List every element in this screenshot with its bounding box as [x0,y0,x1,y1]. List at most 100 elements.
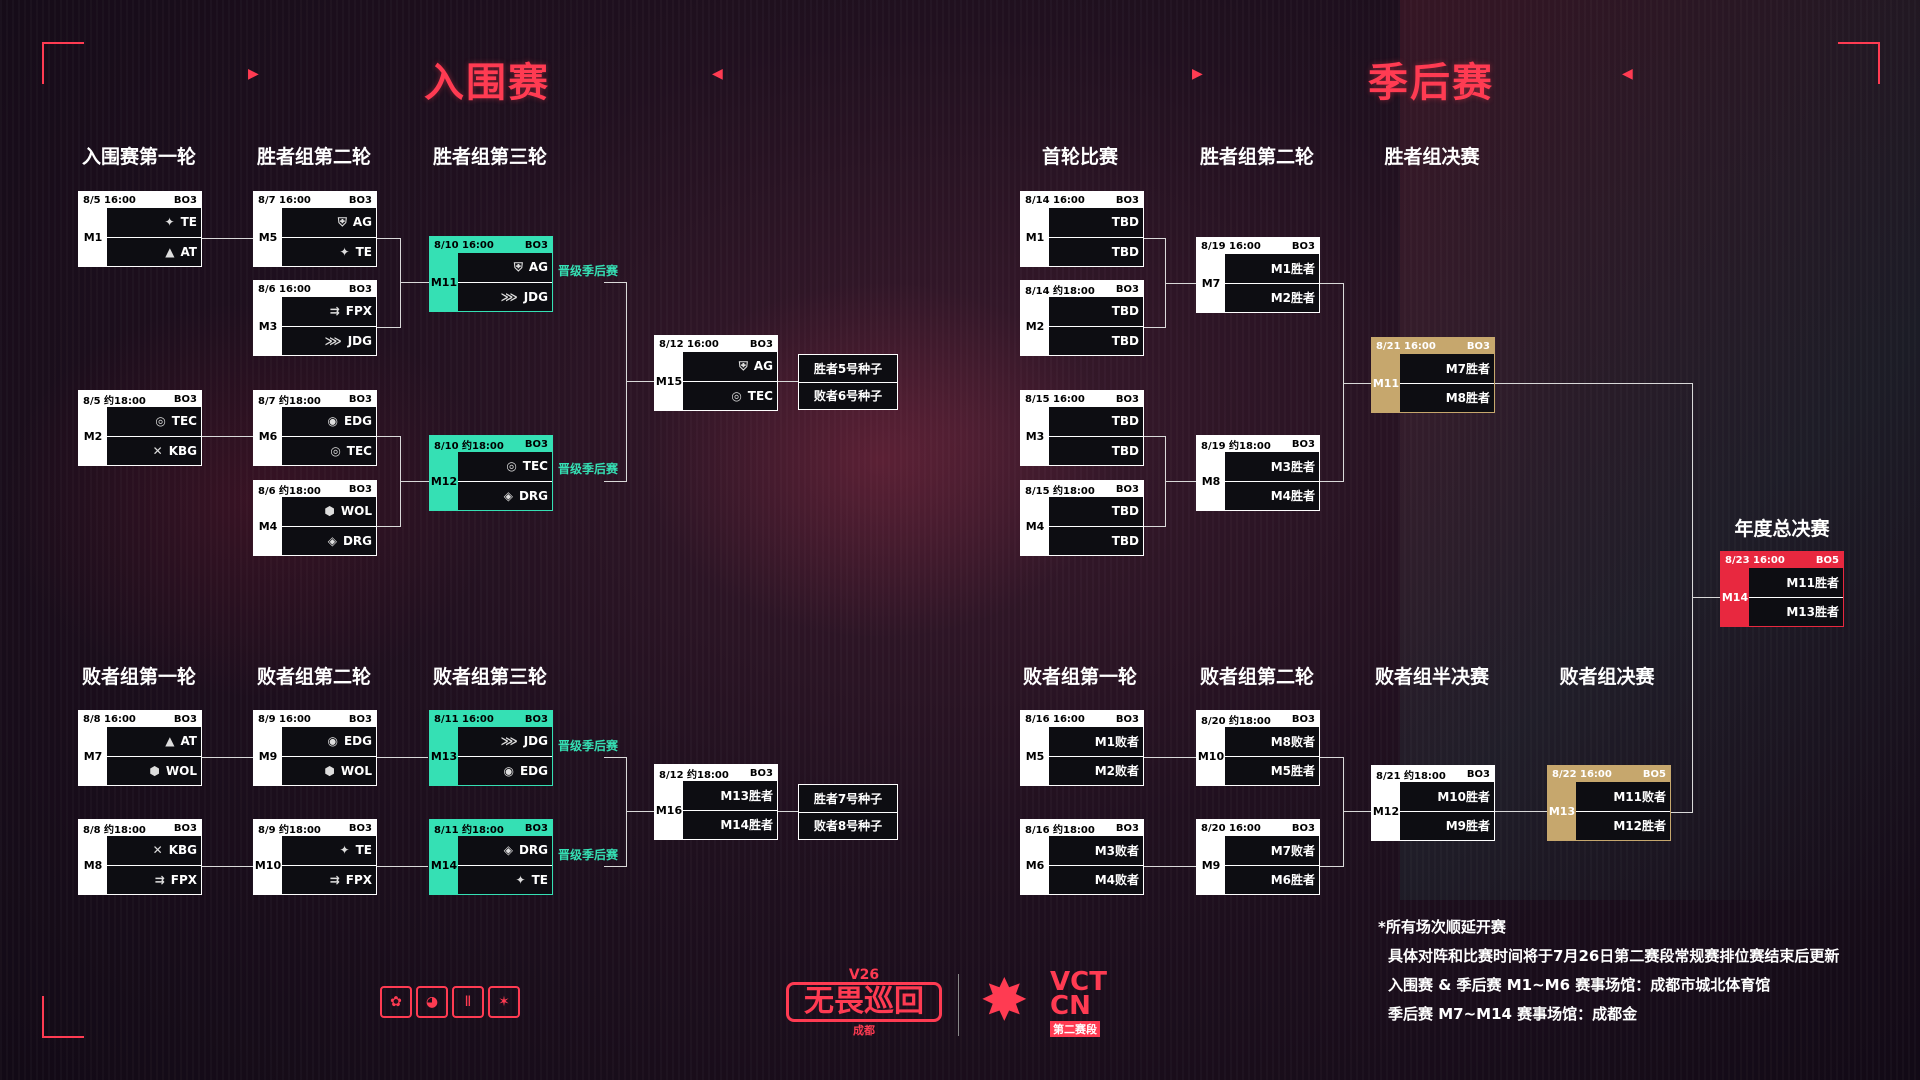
match-time: 8/10 16:00 [434,239,494,251]
match-card[interactable]: 8/20 16:00 BO3 M9 M7败者 M6胜者 [1196,819,1320,895]
round-header: 胜者组第二轮 [256,146,371,168]
match-card[interactable]: 8/12 16:00 BO3 M15 ⛨ AG ◎ TEC [654,335,778,411]
match-card[interactable]: 8/22 16:00 BO5 M13 M11败者 M12胜者 [1547,765,1671,841]
team-name: M2胜者 [1270,291,1315,306]
match-header: 8/16 16:00 BO3 [1021,711,1143,727]
team-slot: M2败者 [1049,755,1143,786]
round-header: 败者组决赛 [1559,666,1655,688]
match-time: 8/9 约18:00 [258,824,321,836]
match-card[interactable]: 8/8 约18:00 BO3 M8 ✕ KBG ⇉ FPX [78,819,202,895]
schedule-notes: *所有场次顺延开赛 具体对阵和比赛时间将于7月26日第二赛段常规赛排位赛结束后更… [1378,913,1839,1029]
note-line: 季后赛 M7~M14 赛事场馆：成都金 [1388,1005,1638,1023]
match-header: 8/23 16:00 BO5 [1721,552,1843,568]
team-logo-icon: ◈ [327,533,337,548]
team-name: M7败者 [1270,843,1315,858]
match-id: M6 [1021,836,1049,894]
team-name: DRG [518,488,548,503]
match-header: 8/12 约18:00 BO3 [655,765,777,781]
match-card[interactable]: 8/10 约18:00 BO3 M12 ◎ TEC ◈ DRG [429,435,553,511]
team-slot: M4败者 [1049,864,1143,895]
team-slot: ◈ DRG [282,525,376,556]
team-slot: M7胜者 [1400,354,1494,383]
match-card[interactable]: 8/12 约18:00 BO3 M16 M13胜者 M14胜者 [654,764,778,840]
match-card[interactable]: 8/19 约18:00 BO3 M8 M3胜者 M4胜者 [1196,435,1320,511]
match-card[interactable]: 8/11 16:00 BO3 M13 ⋙ JDG ◉ EDG [429,710,553,786]
match-card[interactable]: 8/7 约18:00 BO3 M6 ◉ EDG ◎ TEC [253,390,377,466]
match-card[interactable]: 8/9 约18:00 BO3 M10 ✦ TE ⇉ FPX [253,819,377,895]
team-slot: ✦ TE [282,236,376,267]
team-slot: M13胜者 [683,781,777,810]
team-slot: M12胜者 [1576,810,1670,841]
team-slot: ◉ EDG [282,407,376,436]
team-logo-icon: ⇉ [154,872,165,887]
note-line: 具体对阵和比赛时间将于7月26日第二赛段常规赛排位赛结束后更新 [1388,947,1840,965]
match-card[interactable]: 8/15 约18:00 BO3 M4 TBD TBD [1020,480,1144,556]
team-name: TBD [1111,244,1139,259]
round-header: 胜者组第三轮 [432,146,547,168]
team-name: M14胜者 [720,818,773,833]
round-header: 胜者组第二轮 [1199,146,1314,168]
team-slot: ⛨ AG [282,208,376,237]
match-card[interactable]: 8/5 16:00 BO3 M1 ✦ TE ▲ AT [78,191,202,267]
team-name: TEC [346,443,372,458]
match-time: 8/8 16:00 [83,713,136,725]
match-card[interactable]: 8/6 16:00 BO3 M3 ⇉ FPX ⋙ JDG [253,280,377,356]
seed-box-upper: 胜者5号种子 败者6号种子 [798,354,898,410]
team-name: TEC [522,459,548,474]
team-name: M13胜者 [720,788,773,803]
match-card[interactable]: 8/21 约18:00 BO3 M12 M10胜者 M9胜者 [1371,765,1495,841]
match-header: 8/21 16:00 BO3 [1372,338,1494,354]
match-time: 8/11 约18:00 [434,824,504,836]
round-header: 败者组半决赛 [1374,666,1489,688]
team-name: FPX [170,872,197,887]
advance-label: 晋级季后赛 [558,848,619,862]
match-card[interactable]: 8/15 16:00 BO3 M3 TBD TBD [1020,390,1144,466]
team-slot: TBD [1049,407,1143,436]
team-name: AT [180,244,197,259]
match-card[interactable]: 8/21 16:00 BO3 M11 M7胜者 M8胜者 [1371,337,1495,413]
match-format: BO3 [1115,713,1139,725]
match-header: 8/9 约18:00 BO3 [254,820,376,836]
team-slot: ✕ KBG [107,836,201,865]
match-id: M12 [430,452,458,510]
match-format: BO3 [1291,438,1315,450]
team-name: TBD [1111,533,1139,548]
match-id: M13 [430,727,458,785]
match-card[interactable]: 8/14 约18:00 BO3 M2 TBD TBD [1020,280,1144,356]
match-card[interactable]: 8/10 16:00 BO3 M11 ⛨ AG ⋙ JDG [429,236,553,312]
team-name: M2败者 [1094,764,1139,779]
match-card[interactable]: 8/7 16:00 BO3 M5 ⛨ AG ✦ TE [253,191,377,267]
team-slot: ◈ DRG [458,836,552,865]
match-card[interactable]: 8/20 约18:00 BO3 M10 M8败者 M5胜者 [1196,710,1320,786]
match-header: 8/8 约18:00 BO3 [79,820,201,836]
match-time: 8/5 约18:00 [83,395,146,407]
team-logo-icon: ◈ [503,488,513,503]
match-card[interactable]: 8/11 约18:00 BO3 M14 ◈ DRG ✦ TE [429,819,553,895]
team-logo-icon: ✕ [152,843,163,858]
team-logo-icon: ◎ [155,414,166,429]
seed-label: 败者8号种子 [799,811,897,840]
match-card[interactable]: 8/6 约18:00 BO3 M4 ⬢ WOL ◈ DRG [253,480,377,556]
team-name: DRG [518,843,548,858]
advance-label: 晋级季后赛 [558,462,619,476]
team-slot: M4胜者 [1225,480,1319,511]
match-id: M14 [1721,568,1749,626]
match-card[interactable]: 8/5 约18:00 BO3 M2 ◎ TEC ✕ KBG [78,390,202,466]
match-time: 8/9 16:00 [258,713,311,725]
team-slot: ⛨ AG [458,253,552,282]
match-card[interactable]: 8/9 16:00 BO3 M9 ◉ EDG ⬢ WOL [253,710,377,786]
match-time: 8/14 约18:00 [1025,285,1095,297]
match-time: 8/11 16:00 [434,713,494,725]
match-header: 8/10 约18:00 BO3 [430,436,552,452]
match-card[interactable]: 8/23 16:00 BO5 M14 M11胜者 M13胜者 [1720,551,1844,627]
match-card[interactable]: 8/14 16:00 BO3 M1 TBD TBD [1020,191,1144,267]
match-card[interactable]: 8/19 16:00 BO3 M7 M1胜者 M2胜者 [1196,237,1320,313]
match-card[interactable]: 8/8 16:00 BO3 M7 ▲ AT ⬢ WOL [78,710,202,786]
match-time: 8/16 16:00 [1025,713,1085,725]
match-card[interactable]: 8/16 约18:00 BO3 M6 M3败者 M4败者 [1020,819,1144,895]
round-header: 入围赛第一轮 [81,146,196,168]
match-time: 8/22 16:00 [1552,768,1612,780]
match-card[interactable]: 8/16 16:00 BO3 M5 M1败者 M2败者 [1020,710,1144,786]
team-name: M3败者 [1094,843,1139,858]
team-slot: ⛨ AG [683,352,777,381]
